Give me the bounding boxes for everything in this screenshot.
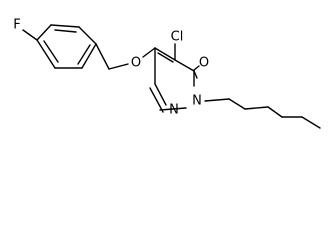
chain-bond	[244, 106, 269, 110]
ring-bond-double-inner	[149, 87, 164, 113]
carbonyl-double-bond	[193, 65, 200, 71]
ring-nitrogen-1-atom-label: N	[169, 103, 179, 118]
chlorine-atom-label: Cl	[171, 30, 184, 45]
fluorine-atom-label: F	[13, 18, 20, 33]
ring-nitrogen-2-atom-label: N	[192, 94, 202, 109]
ring-bond	[50, 24, 80, 28]
ring-bond-double-inner	[43, 40, 59, 63]
chain-bond	[204, 98, 230, 102]
ring-bond-double-inner	[157, 52, 174, 63]
fluorophenyl-ring	[36, 24, 97, 69]
chemical-structure-diagram: F O Cl O N N	[13, 18, 321, 129]
chain-bond	[228, 98, 246, 110]
pyridazinone-ring	[149, 47, 195, 113]
oxygen-ring-bond	[142, 47, 156, 58]
carbonyl-bond	[193, 70, 198, 79]
ring-bond-double-inner	[54, 29, 77, 33]
ring-bond	[36, 24, 52, 41]
chain-bond	[301, 116, 321, 129]
ether-oxygen-atom-label: O	[131, 56, 141, 71]
carbon-fluorine-bond	[22, 29, 38, 41]
ring-bond	[174, 59, 195, 72]
ring-bond	[159, 107, 187, 111]
ring-bond	[81, 43, 97, 69]
ring-bond	[78, 26, 97, 45]
aryl-ch2-bond	[95, 43, 110, 70]
hexyl-chain	[204, 98, 321, 129]
ring-bond-double	[154, 83, 167, 106]
ring-bond-double-inner	[77, 44, 91, 65]
ring-bond	[154, 47, 176, 61]
ch2-oxygen-bond	[108, 63, 129, 70]
ring-bond	[36, 39, 56, 69]
carbonyl-oxygen-atom-label: O	[199, 56, 209, 71]
chain-bond	[267, 106, 283, 118]
